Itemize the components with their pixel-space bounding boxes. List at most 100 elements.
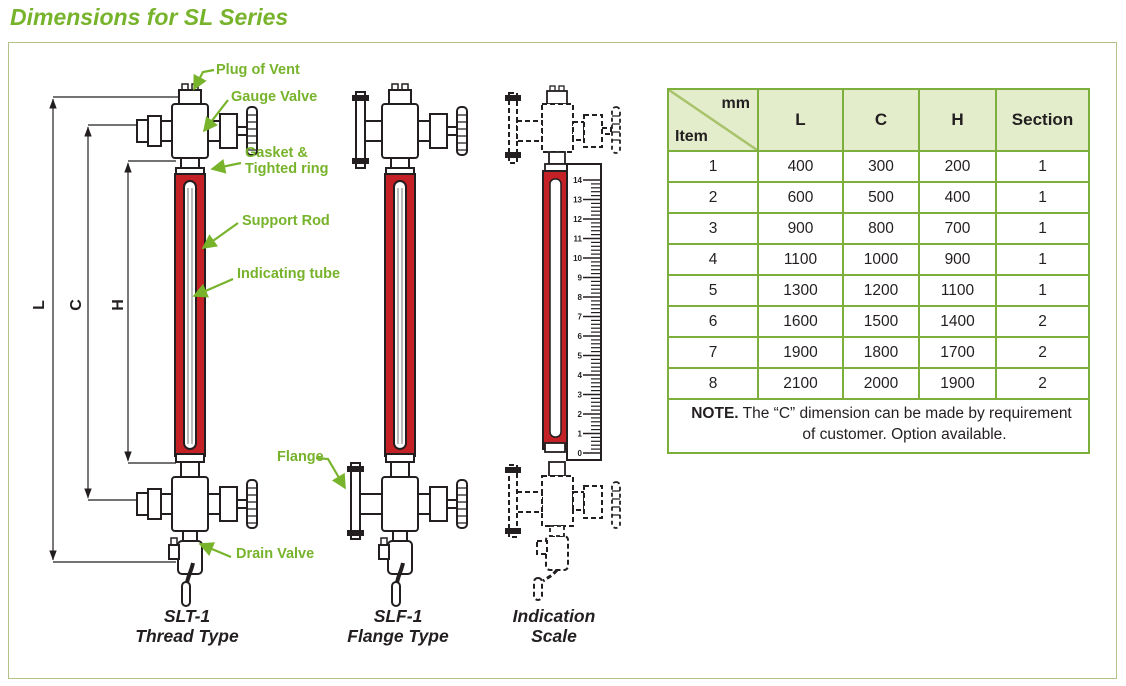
cell-item: 8 bbox=[667, 367, 759, 400]
cell-c: 1000 bbox=[842, 243, 920, 276]
cell-h: 1900 bbox=[918, 367, 997, 400]
cell-section: 1 bbox=[995, 181, 1090, 214]
cell-l: 900 bbox=[757, 212, 844, 245]
table-row: 5 1300 1200 1100 1 bbox=[667, 274, 1090, 307]
cell-h: 400 bbox=[918, 181, 997, 214]
svg-text:13: 13 bbox=[573, 196, 582, 205]
svg-text:8: 8 bbox=[578, 293, 583, 302]
leader-arrows bbox=[192, 68, 346, 559]
label-gasket-line1: Gasket & bbox=[245, 145, 308, 161]
cell-item: 2 bbox=[667, 181, 759, 214]
dimension-letter-h: H bbox=[110, 299, 127, 311]
table-note-cell: NOTE. The “C” dimension can be made by r… bbox=[667, 398, 1090, 454]
cell-section: 2 bbox=[995, 336, 1090, 369]
caption-slt1: SLT-1 Thread Type bbox=[112, 606, 262, 646]
svg-text:0: 0 bbox=[578, 449, 583, 458]
note-line2: of customer. Option available. bbox=[802, 425, 1007, 443]
column-header-section: Section bbox=[995, 88, 1090, 152]
cell-l: 400 bbox=[757, 150, 844, 183]
svg-text:3: 3 bbox=[578, 391, 583, 400]
cell-h: 1700 bbox=[918, 336, 997, 369]
cell-c: 1500 bbox=[842, 305, 920, 338]
table-note-row: NOTE. The “C” dimension can be made by r… bbox=[667, 398, 1090, 454]
cell-section: 1 bbox=[995, 150, 1090, 183]
label-plug-of-vent: Plug of Vent bbox=[216, 62, 300, 78]
svg-text:7: 7 bbox=[578, 313, 583, 322]
cell-c: 2000 bbox=[842, 367, 920, 400]
cell-h: 700 bbox=[918, 212, 997, 245]
svg-text:5: 5 bbox=[578, 352, 583, 361]
gauge-valve-body bbox=[171, 103, 209, 159]
cell-item: 3 bbox=[667, 212, 759, 245]
cell-h: 1400 bbox=[918, 305, 997, 338]
svg-text:14: 14 bbox=[573, 176, 582, 185]
cell-item: 6 bbox=[667, 305, 759, 338]
caption-slf1-type: Flange Type bbox=[347, 626, 449, 647]
cell-l: 1900 bbox=[757, 336, 844, 369]
table-row: 3 900 800 700 1 bbox=[667, 212, 1090, 245]
bottom-flange-part bbox=[350, 462, 361, 540]
cell-section: 2 bbox=[995, 305, 1090, 338]
column-header-h: H bbox=[918, 88, 997, 152]
cell-l: 1300 bbox=[757, 274, 844, 307]
plug-of-vent-part bbox=[178, 89, 202, 106]
caption-slt1-type: Thread Type bbox=[135, 626, 239, 647]
label-drain-valve: Drain Valve bbox=[236, 546, 315, 562]
cell-l: 1600 bbox=[757, 305, 844, 338]
top-flange-part bbox=[355, 91, 366, 169]
caption-indication-model: Indication bbox=[512, 606, 596, 626]
cell-h: 1100 bbox=[918, 274, 997, 307]
caption-slf1: SLF-1 Flange Type bbox=[323, 606, 473, 646]
corner-label-mm: mm bbox=[721, 95, 750, 112]
cell-l: 2100 bbox=[757, 367, 844, 400]
table-row: 1 400 300 200 1 bbox=[667, 150, 1090, 183]
svg-text:11: 11 bbox=[574, 235, 583, 244]
dimension-letter-c: C bbox=[68, 299, 85, 311]
cell-item: 5 bbox=[667, 274, 759, 307]
column-header-l: L bbox=[757, 88, 844, 152]
cell-h: 900 bbox=[918, 243, 997, 276]
table-row: 6 1600 1500 1400 2 bbox=[667, 305, 1090, 338]
table-header-row: mm Item L C H Section bbox=[667, 88, 1090, 152]
caption-indication-type: Scale bbox=[531, 626, 577, 647]
cell-section: 1 bbox=[995, 212, 1090, 245]
slf1-flange-type-drawing bbox=[347, 83, 468, 607]
cell-section: 2 bbox=[995, 367, 1090, 400]
cell-c: 1800 bbox=[842, 336, 920, 369]
slt1-thread-type-drawing bbox=[136, 83, 258, 607]
table-row: 7 1900 1800 1700 2 bbox=[667, 336, 1090, 369]
note-label: NOTE. bbox=[691, 405, 739, 422]
table-row: 4 1100 1000 900 1 bbox=[667, 243, 1090, 276]
cell-c: 300 bbox=[842, 150, 920, 183]
page-title: Dimensions for SL Series bbox=[10, 4, 289, 30]
svg-text:6: 6 bbox=[578, 332, 583, 341]
caption-slt1-model: SLT-1 bbox=[163, 606, 211, 626]
label-indicating-tube: Indicating tube bbox=[237, 266, 341, 282]
caption-slf1-model: SLF-1 bbox=[373, 606, 423, 626]
cell-l: 600 bbox=[757, 181, 844, 214]
table-row: 8 2100 2000 1900 2 bbox=[667, 367, 1090, 400]
dimension-letter-l: L bbox=[31, 300, 48, 310]
caption-indication-scale: Indication Scale bbox=[479, 606, 629, 646]
cell-section: 1 bbox=[995, 243, 1090, 276]
corner-diagonal-line bbox=[669, 90, 757, 150]
indicating-tube-part bbox=[183, 180, 197, 450]
cell-item: 1 bbox=[667, 150, 759, 183]
corner-label-item: Item bbox=[675, 128, 708, 145]
cell-c: 1200 bbox=[842, 274, 920, 307]
svg-text:12: 12 bbox=[573, 215, 582, 224]
column-header-c: C bbox=[842, 88, 920, 152]
cell-section: 1 bbox=[995, 274, 1090, 307]
cell-c: 500 bbox=[842, 181, 920, 214]
table-corner-cell: mm Item bbox=[667, 88, 759, 152]
cell-c: 800 bbox=[842, 212, 920, 245]
label-support-rod: Support Rod bbox=[242, 213, 330, 229]
label-gauge-valve: Gauge Valve bbox=[231, 89, 318, 105]
label-gasket-line2: Tighted ring bbox=[245, 161, 329, 177]
cell-l: 1100 bbox=[757, 243, 844, 276]
svg-text:10: 10 bbox=[573, 254, 582, 263]
svg-text:1: 1 bbox=[578, 430, 583, 439]
